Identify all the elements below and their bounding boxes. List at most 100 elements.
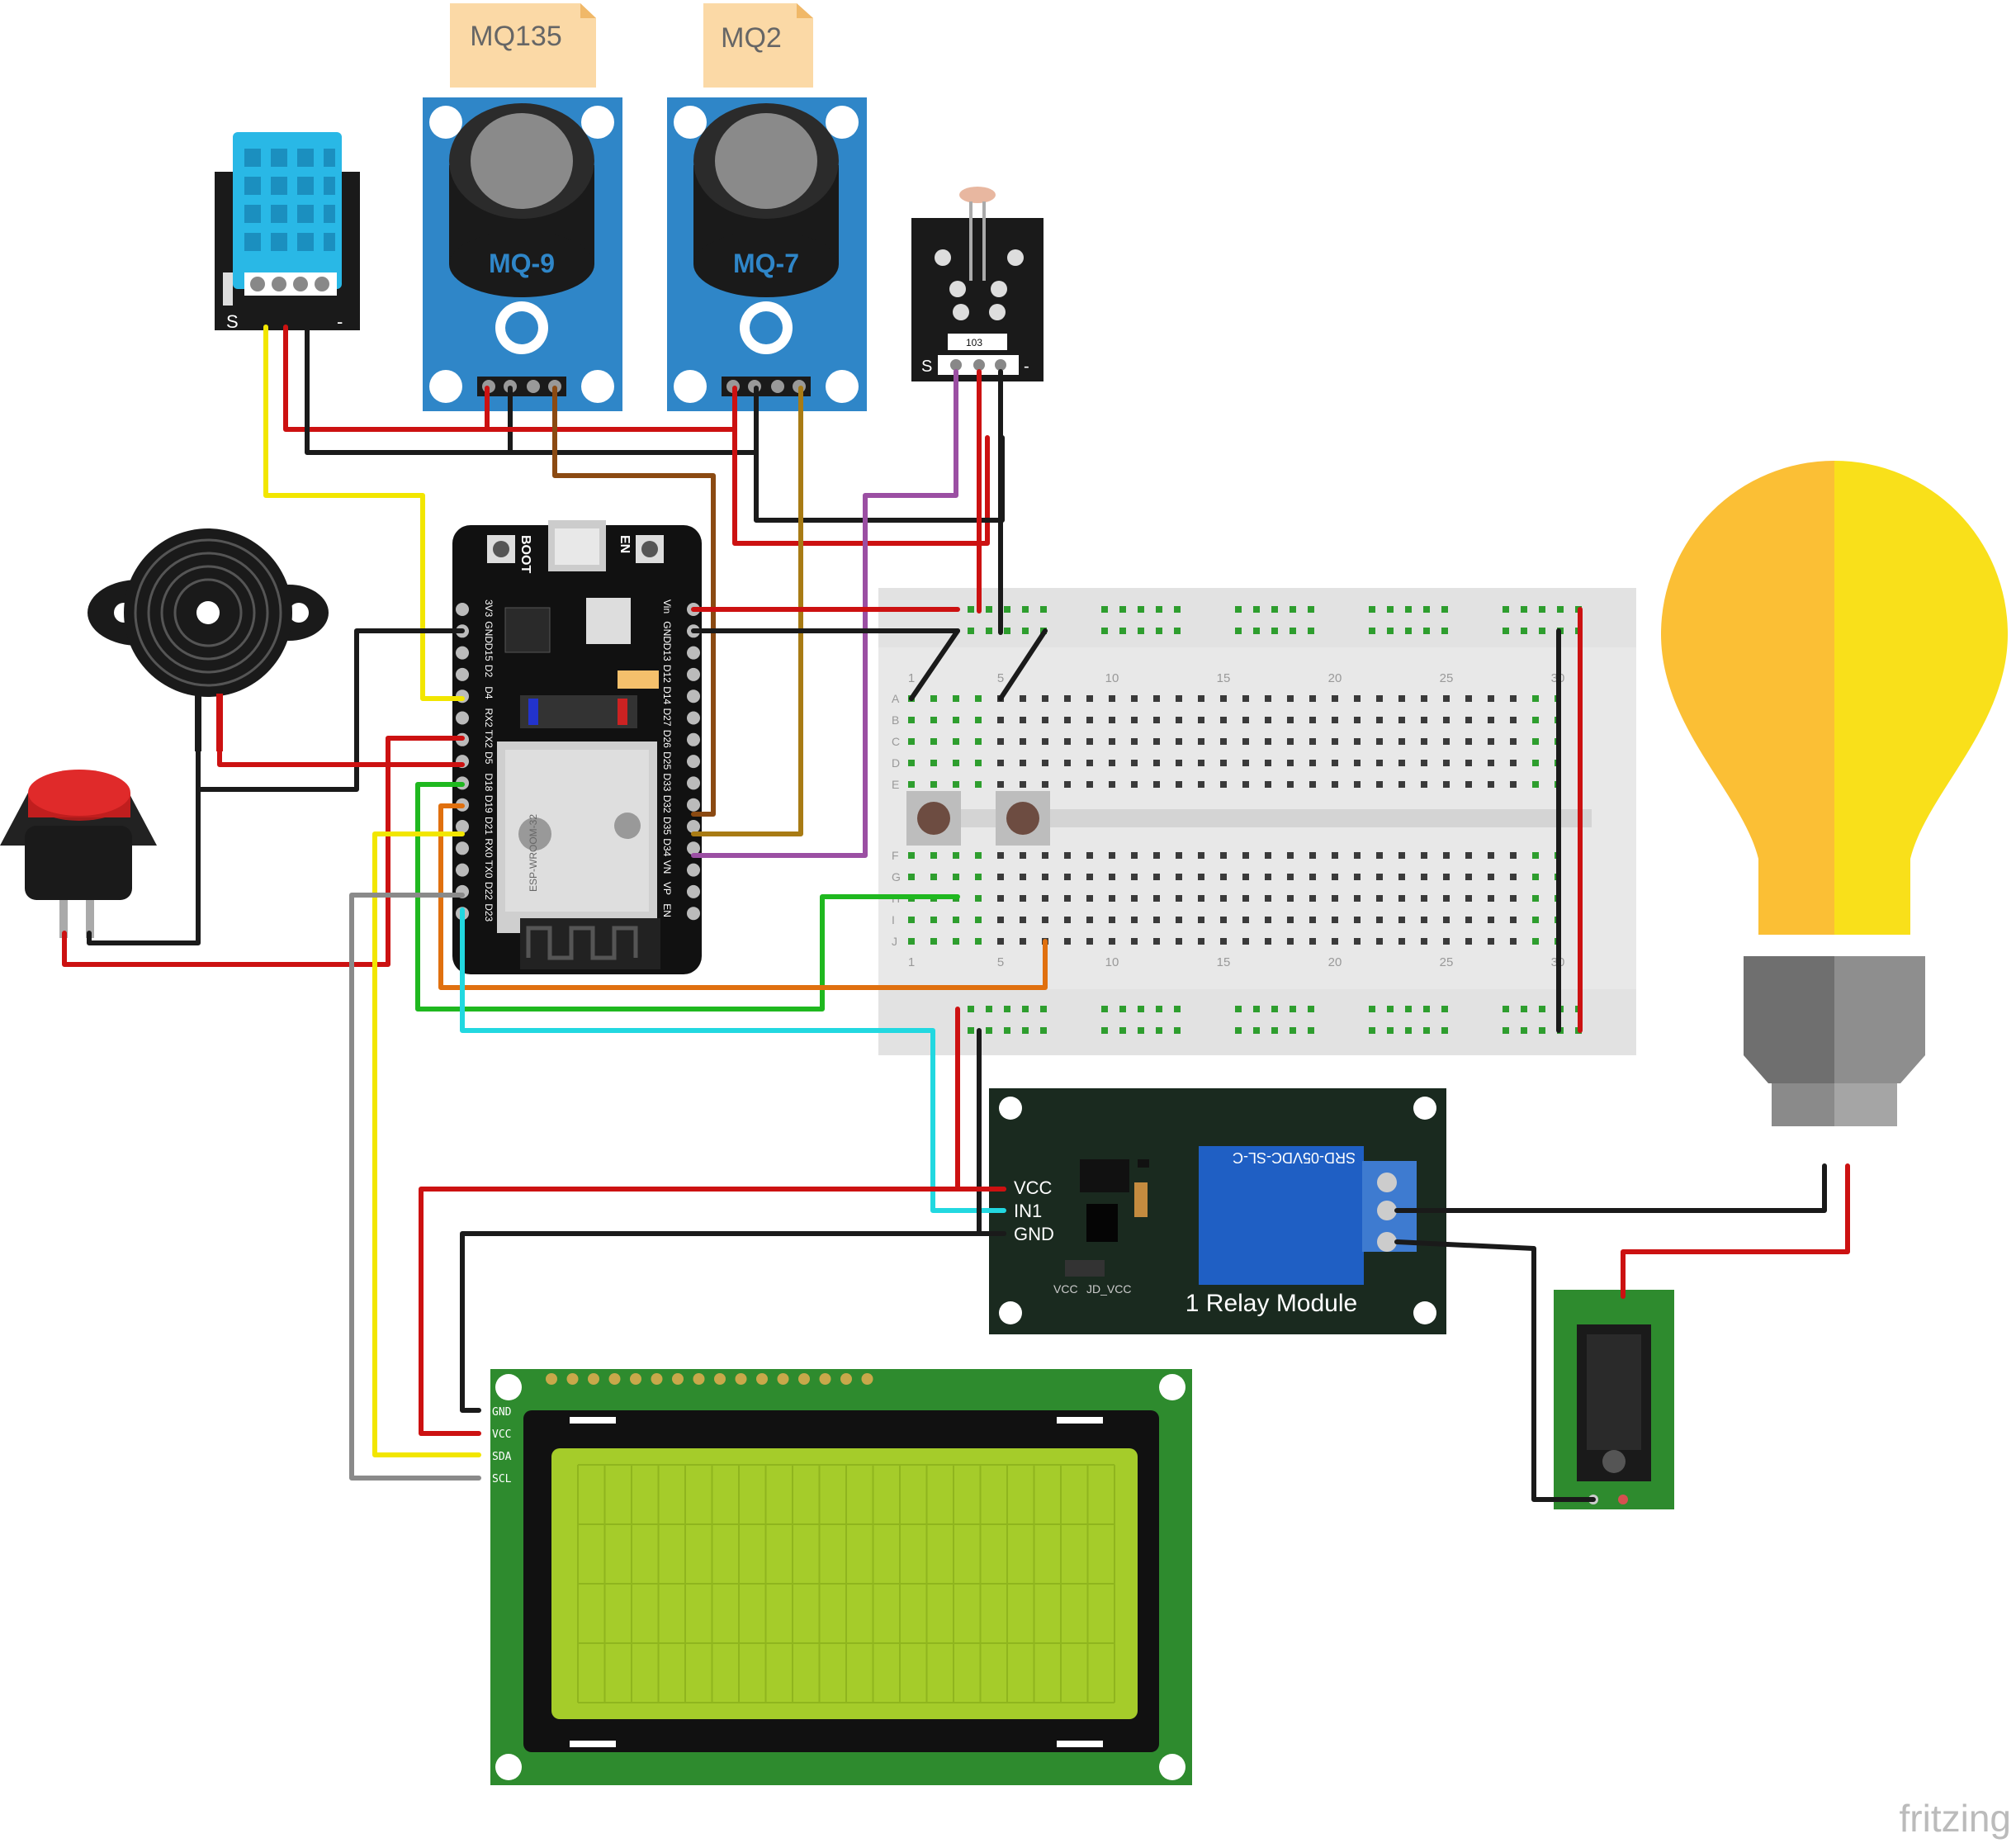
breadboard-hole <box>1265 738 1271 745</box>
esp32-right-pin-label: VN <box>661 860 673 874</box>
breadboard-hole <box>1198 781 1204 788</box>
breadboard-rail-hole <box>1503 1027 1509 1034</box>
breadboard-hole <box>1220 760 1227 766</box>
breadboard-hole <box>1532 895 1539 902</box>
relay-coil <box>1199 1146 1364 1285</box>
breadboard-hole <box>1443 895 1450 902</box>
breadboard-hole <box>1465 760 1472 766</box>
breadboard-rail-hole <box>1271 1027 1278 1034</box>
breadboard-hole <box>1153 874 1160 880</box>
esp32-left-pin <box>456 603 469 616</box>
breadboard-hole <box>1220 852 1227 859</box>
lcd-header-pin <box>566 1373 579 1385</box>
breadboard-hole <box>1131 717 1138 723</box>
breadboard-hole <box>1064 781 1071 788</box>
lcd-header-pin <box>714 1373 726 1385</box>
breadboard-hole <box>1086 874 1093 880</box>
button-cap[interactable] <box>28 770 130 816</box>
breadboard-hole <box>1443 917 1450 923</box>
breadboard-hole <box>1242 781 1249 788</box>
push-button[interactable] <box>0 770 157 938</box>
breadboard-hole <box>953 760 959 766</box>
breadboard-hole <box>908 917 915 923</box>
breadboard-hole <box>1109 917 1115 923</box>
breadboard-rail-hole <box>1119 628 1126 634</box>
breadboard-hole <box>1176 852 1182 859</box>
breadboard-rail-hole <box>1521 628 1527 634</box>
breadboard-hole <box>1421 781 1427 788</box>
wire-mq7-gnd <box>754 435 1005 523</box>
breadboard-hole <box>930 874 937 880</box>
esp32-right-pin <box>687 711 700 725</box>
breadboard-rail-hole <box>1503 628 1509 634</box>
esp32-left-pin-label: 3V3 <box>483 599 495 618</box>
breadboard-hole <box>1109 738 1115 745</box>
mq7-mesh <box>715 113 817 209</box>
breadboard-hole <box>1488 695 1494 702</box>
breadboard-hole <box>975 781 982 788</box>
breadboard-hole <box>1354 895 1361 902</box>
breadboard-hole <box>1020 695 1026 702</box>
breadboard-rail-hole <box>1405 1027 1412 1034</box>
breadboard-hole <box>1176 760 1182 766</box>
breadboard-hole <box>1042 917 1048 923</box>
breadboard-hole <box>908 852 915 859</box>
esp32-right-pin <box>687 689 700 704</box>
breadboard-rail-hole <box>1441 1027 1448 1034</box>
tactile-switch-1[interactable] <box>906 791 961 846</box>
breadboard-rail-hole <box>1521 606 1527 613</box>
breadboard-rail-hole <box>1521 1006 1527 1012</box>
breadboard-hole <box>1332 895 1338 902</box>
breadboard-hole <box>1109 874 1115 880</box>
breadboard-row-label: A <box>892 692 900 705</box>
breadboard-hole <box>1109 781 1115 788</box>
breadboard-hole <box>1020 874 1026 880</box>
breadboard-hole <box>1309 917 1316 923</box>
breadboard-rail-hole <box>1138 606 1144 613</box>
lcd-header-pin <box>651 1373 663 1385</box>
breadboard-hole <box>1153 717 1160 723</box>
breadboard-hole <box>1265 717 1271 723</box>
wire-dht-data <box>263 325 465 701</box>
breadboard-hole <box>1287 874 1294 880</box>
breadboard-hole <box>1465 917 1472 923</box>
breadboard-hole <box>1398 917 1405 923</box>
breadboard-hole <box>997 874 1004 880</box>
breadboard-hole <box>1532 738 1539 745</box>
breadboard-hole <box>1332 781 1338 788</box>
breadboard-hole <box>930 695 937 702</box>
module-label: ESP-WROOM-32 <box>528 814 539 892</box>
esp32-right-pin <box>687 884 700 898</box>
breadboard-hole <box>1309 781 1316 788</box>
esp32-left-pin-label: TX2 <box>483 730 495 748</box>
esp32-right-pin <box>687 841 700 855</box>
breadboard-col-label-bottom: 1 <box>908 955 915 969</box>
wire-rail-jumper-1 <box>909 628 960 701</box>
breadboard-rail-hole <box>1290 1006 1296 1012</box>
breadboard-hole <box>1309 738 1316 745</box>
dc-barrel-jack <box>1554 1290 1674 1509</box>
breadboard-rail-hole <box>1290 628 1296 634</box>
breadboard-rail-hole <box>986 606 992 613</box>
breadboard-hole <box>997 738 1004 745</box>
lcd-pin-scl: SCL <box>492 1473 512 1485</box>
breadboard-hole <box>1510 874 1517 880</box>
breadboard-rail-hole <box>1387 1006 1394 1012</box>
esp32-board: BOOT EN ESP-WROOM-32 3V3GNDD15D2D4RX2TX2… <box>452 520 702 974</box>
breadboard-rail-hole <box>1405 628 1412 634</box>
mq2-tag-text: MQ2 <box>721 22 782 54</box>
breadboard-row-label: J <box>892 935 897 948</box>
breadboard-hole <box>1042 695 1048 702</box>
breadboard-hole <box>953 781 959 788</box>
breadboard-rail-hole <box>1101 628 1108 634</box>
breadboard-rail-hole <box>1290 606 1296 613</box>
breadboard-hole <box>1242 938 1249 945</box>
breadboard-rail-hole <box>1308 628 1314 634</box>
breadboard-hole <box>1287 717 1294 723</box>
wire-buzzer-sig <box>217 708 465 767</box>
breadboard-hole <box>930 938 937 945</box>
tactile-switch-2[interactable] <box>996 791 1050 846</box>
breadboard-rail-hole <box>1387 1027 1394 1034</box>
breadboard-hole <box>1332 695 1338 702</box>
breadboard-hole <box>1398 717 1405 723</box>
